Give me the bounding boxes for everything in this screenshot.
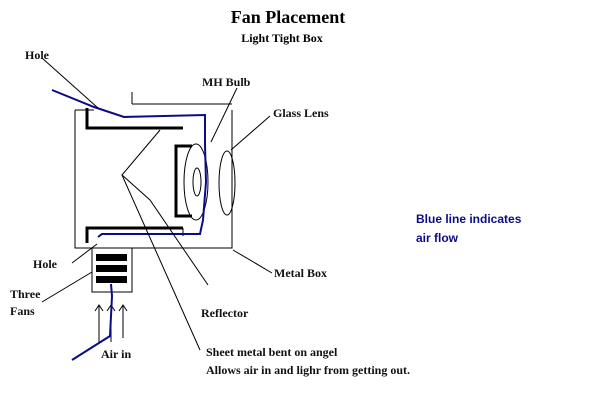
reflector-bracket (174, 144, 192, 218)
airflow-path (51, 89, 208, 361)
legend-airflow-line2: air flow (416, 231, 459, 245)
label-reflector: Reflector (201, 306, 249, 320)
label-glass-lens: Glass Lens (273, 106, 329, 120)
metal-box (74, 92, 233, 249)
leader-three-fans (41, 271, 93, 303)
sheet-metal-baffles (85, 108, 183, 243)
mh-bulb (183, 143, 209, 221)
fan-blade-3 (96, 276, 127, 283)
air-arrow-right-head (118, 304, 128, 312)
leader-mh-bulb (210, 87, 238, 143)
airflow-through-box-line (51, 89, 208, 238)
label-metal-box: Metal Box (274, 266, 327, 280)
leader-reflector (121, 129, 209, 286)
mh-bulb-outer (183, 143, 209, 221)
label-hole-top: Hole (25, 48, 50, 62)
mh-bulb-inner (192, 167, 202, 197)
fan-blade-2 (96, 265, 127, 272)
leader-lines (41, 57, 273, 351)
air-arrow-left-head (94, 304, 104, 312)
label-mh-bulb: MH Bulb (202, 75, 251, 89)
glass-lens (218, 150, 236, 216)
top-baffle (85, 108, 183, 130)
label-three-fans-line1: Three (10, 287, 41, 301)
leader-glass-lens (230, 115, 271, 151)
leader-metal-box (232, 249, 273, 274)
diagram-title: Fan Placement (231, 7, 345, 27)
airflow-intake-line (71, 283, 114, 361)
diagram-subtitle: Light Tight Box (241, 31, 323, 45)
metal-box-outline (74, 110, 233, 249)
legend-airflow-line1: Blue line indicates (416, 212, 522, 226)
label-sheet-metal-line2: Allows air in and lighr from getting out… (206, 363, 410, 377)
label-hole-bottom: Hole (33, 257, 58, 271)
label-sheet-metal-line1: Sheet metal bent on angel (206, 345, 338, 359)
label-three-fans-line2: Fans (10, 304, 35, 318)
label-air-in: Air in (101, 347, 131, 361)
bottom-baffle (85, 226, 183, 243)
leader-hole-bottom (71, 243, 98, 264)
leader-hole-top (41, 57, 99, 109)
fan-blade-1 (96, 254, 127, 261)
leader-sheet-metal (121, 174, 201, 351)
